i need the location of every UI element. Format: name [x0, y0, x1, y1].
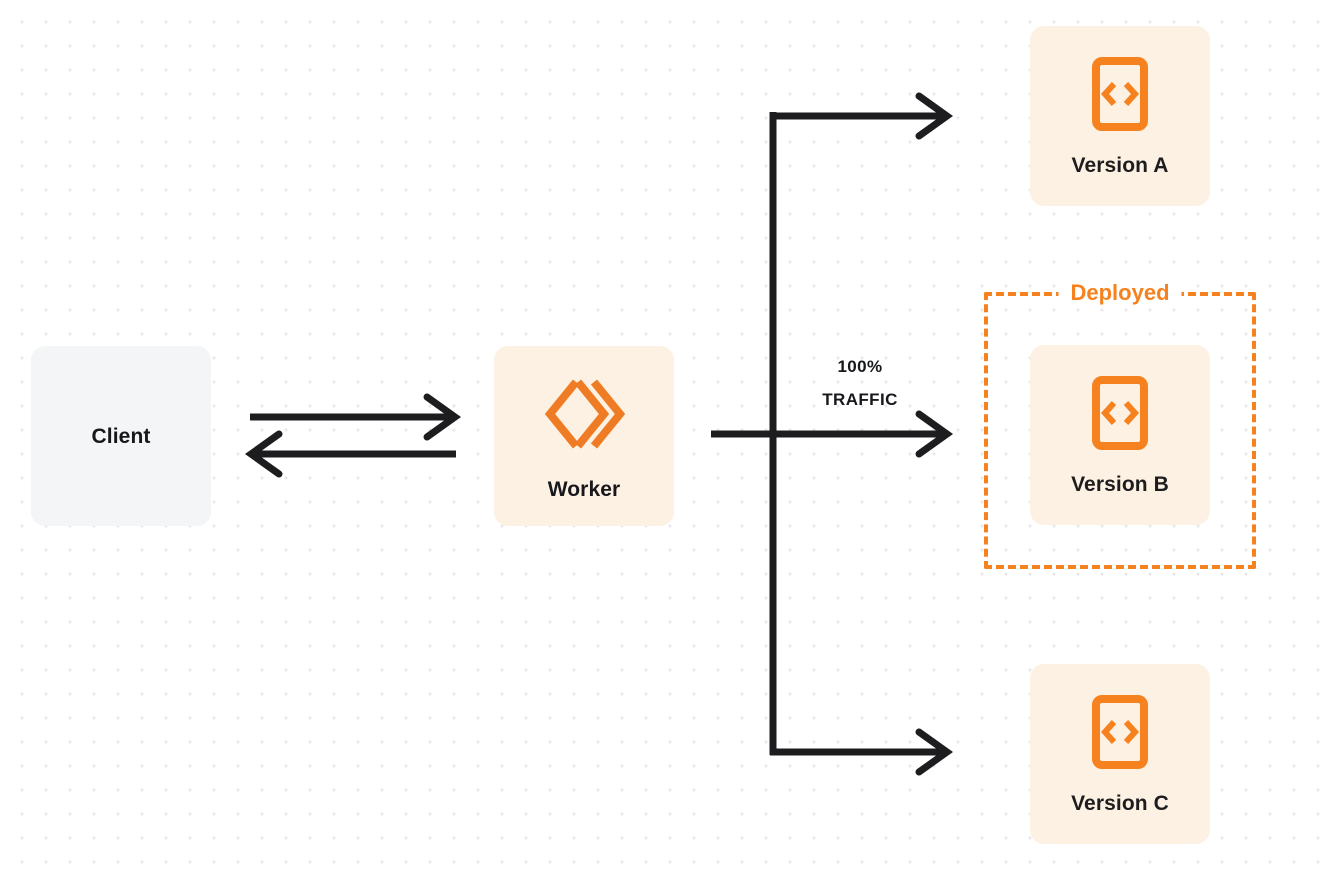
edge-worker-to-branch-trunk: [711, 112, 777, 755]
traffic-percentage-label: 100% TRAFFIC: [793, 350, 927, 416]
code-file-icon: [1091, 56, 1149, 137]
node-version-a[interactable]: Version A: [1030, 26, 1210, 206]
edge-worker-to-client: [244, 430, 456, 478]
traffic-percent-value: 100%: [837, 357, 883, 376]
node-version-c[interactable]: Version C: [1030, 664, 1210, 844]
node-version-b-label: Version B: [1071, 473, 1169, 496]
node-version-c-label: Version C: [1071, 792, 1169, 815]
edge-branch-to-version-c: [770, 728, 954, 776]
cloudflare-workers-logo-icon: [542, 372, 626, 461]
deployed-group-boundary: Deployed: [984, 280, 1256, 569]
node-worker[interactable]: Worker: [494, 346, 674, 526]
node-client[interactable]: Client: [31, 346, 211, 526]
code-file-icon: [1091, 375, 1149, 456]
node-version-b[interactable]: Version B: [1030, 345, 1210, 525]
node-client-label: Client: [91, 424, 151, 448]
node-worker-label: Worker: [547, 478, 621, 501]
deployed-group-label: Deployed: [1058, 280, 1182, 307]
edge-branch-to-version-b: [773, 410, 954, 458]
node-version-a-label: Version A: [1071, 154, 1169, 177]
edge-branch-to-version-a: [770, 92, 954, 140]
traffic-percent-caption: TRAFFIC: [822, 390, 898, 410]
code-file-icon: [1091, 694, 1149, 775]
edge-client-to-worker: [250, 393, 462, 441]
